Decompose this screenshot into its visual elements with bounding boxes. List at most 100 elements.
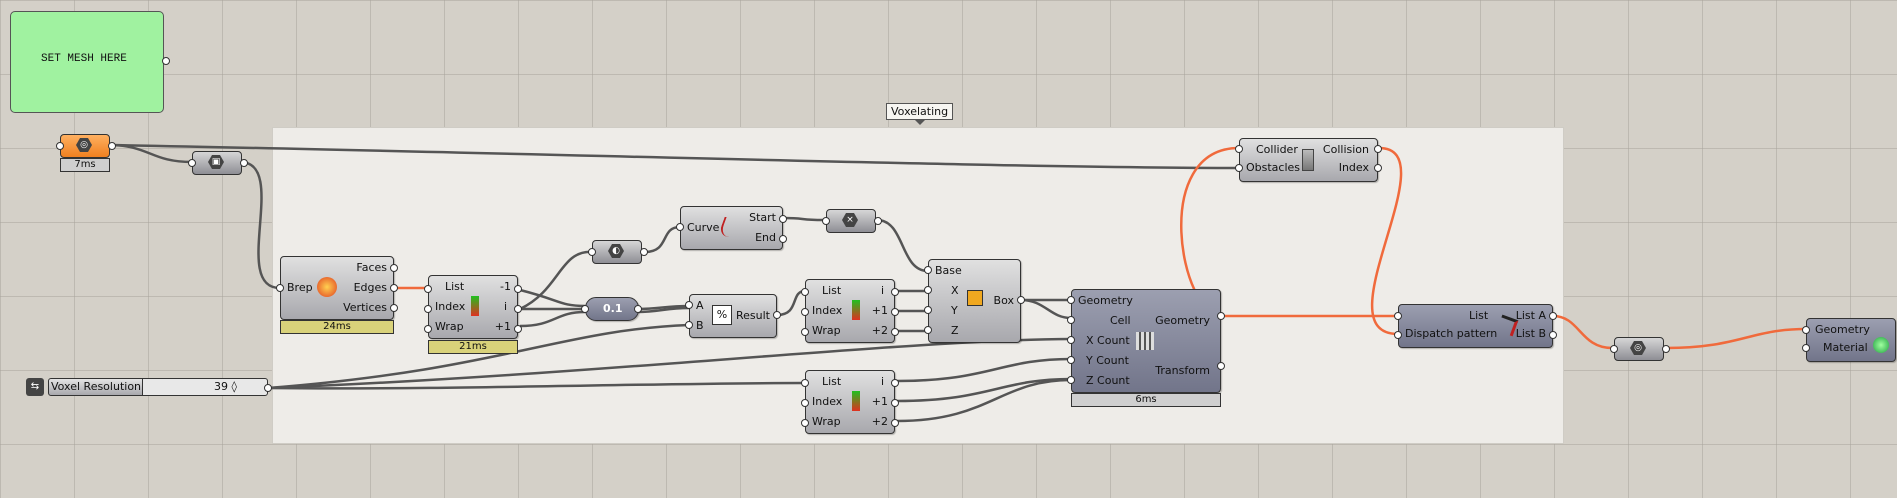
division[interactable]: A B % Result bbox=[689, 294, 777, 338]
li1-index-grip[interactable] bbox=[424, 305, 432, 313]
collision-out-grip[interactable] bbox=[1374, 145, 1382, 153]
output-transform: Transform bbox=[1155, 364, 1210, 377]
panel-output-grip[interactable] bbox=[162, 57, 170, 65]
voxel-zcount-grip[interactable] bbox=[1067, 376, 1075, 384]
li2-plus1-grip[interactable] bbox=[891, 308, 899, 316]
deconstruct-brep[interactable]: Brep Faces Edges Vertices bbox=[280, 256, 394, 320]
dispatch-list-a-grip[interactable] bbox=[1549, 312, 1557, 320]
li2-index-grip[interactable] bbox=[801, 308, 809, 316]
multiply-input-grip[interactable] bbox=[822, 217, 830, 225]
box-base-grip[interactable] bbox=[924, 266, 932, 274]
curve-param-input-grip[interactable] bbox=[588, 248, 596, 256]
deconstruct-vertices-grip[interactable] bbox=[390, 304, 398, 312]
multiply-param[interactable]: × bbox=[826, 209, 876, 233]
dispatch-pattern-grip[interactable] bbox=[1394, 331, 1402, 339]
endpoints-end-grip[interactable] bbox=[779, 235, 787, 243]
li3-wrap-grip[interactable] bbox=[801, 419, 809, 427]
endpoints-start-grip[interactable] bbox=[779, 215, 787, 223]
deconstruct-brep-icon bbox=[317, 277, 337, 297]
li2-plus2-grip[interactable] bbox=[891, 328, 899, 336]
multiply-output-grip[interactable] bbox=[874, 217, 882, 225]
slider-name: Voxel Resolution bbox=[48, 378, 144, 396]
input-cell: Cell bbox=[1110, 314, 1131, 327]
output-start: Start bbox=[749, 211, 776, 224]
li2-list-grip[interactable] bbox=[801, 288, 809, 296]
output-edges: Edges bbox=[353, 281, 387, 294]
panel-set-mesh[interactable]: SET MESH HERE bbox=[10, 11, 164, 113]
mesh-param-output-grip[interactable] bbox=[108, 142, 116, 150]
geometry-param[interactable]: ◎ bbox=[1614, 337, 1664, 361]
box-z-grip[interactable] bbox=[924, 326, 932, 334]
list-item-icon bbox=[852, 391, 860, 411]
convert-param-output-grip[interactable] bbox=[240, 159, 248, 167]
slider-output-grip[interactable] bbox=[264, 384, 272, 392]
geometry-icon: ◎ bbox=[1630, 341, 1646, 355]
dispatch-list-grip[interactable] bbox=[1394, 312, 1402, 320]
box-output-grip[interactable] bbox=[1017, 296, 1025, 304]
geometry-param-output-grip[interactable] bbox=[1662, 345, 1670, 353]
deconstruct-edges-grip[interactable] bbox=[390, 284, 398, 292]
voxel-ycount-grip[interactable] bbox=[1067, 356, 1075, 364]
slider-track[interactable] bbox=[142, 378, 268, 396]
voxel-cell-grip[interactable] bbox=[1067, 316, 1075, 324]
collision-collider-grip[interactable] bbox=[1235, 145, 1243, 153]
li2-i-grip[interactable] bbox=[891, 288, 899, 296]
deconstruct-faces-grip[interactable] bbox=[390, 264, 398, 272]
li1-wrap-grip[interactable] bbox=[424, 325, 432, 333]
curve-param-output-grip[interactable] bbox=[640, 248, 648, 256]
li1-plus1-grip[interactable] bbox=[514, 325, 522, 333]
collision-obstacles-grip[interactable] bbox=[1235, 164, 1243, 172]
output-plus1: +1 bbox=[494, 320, 511, 333]
divide-b-grip[interactable] bbox=[685, 321, 693, 329]
li1-minus1-grip[interactable] bbox=[514, 285, 522, 293]
timer-box: 6ms bbox=[1071, 393, 1221, 407]
mesh-param[interactable]: ◎ bbox=[60, 134, 110, 158]
collision-index-grip[interactable] bbox=[1374, 164, 1382, 172]
voxel-geometry-out-grip[interactable] bbox=[1217, 312, 1225, 320]
mesh-param-input-grip[interactable] bbox=[56, 142, 64, 150]
li1-list-grip[interactable] bbox=[424, 285, 432, 293]
deconstruct-input-grip[interactable] bbox=[276, 284, 284, 292]
number-input-grip[interactable] bbox=[581, 305, 589, 313]
li3-plus2-grip[interactable] bbox=[891, 419, 899, 427]
convert-param[interactable]: ▣ bbox=[192, 151, 242, 175]
number-param[interactable]: 0.1 bbox=[585, 297, 639, 321]
convert-param-input-grip[interactable] bbox=[188, 159, 196, 167]
list-item-2[interactable]: List Index Wrap i +1 +2 bbox=[805, 279, 895, 343]
divide-result-grip[interactable] bbox=[773, 311, 781, 319]
list-item-3[interactable]: List Index Wrap i +1 +2 bbox=[805, 370, 895, 434]
end-points[interactable]: Curve Start End bbox=[680, 206, 783, 250]
voxel-icon bbox=[1136, 332, 1154, 350]
collision-component[interactable]: Collider Obstacles Collision Index bbox=[1239, 138, 1378, 182]
li2-wrap-grip[interactable] bbox=[801, 328, 809, 336]
li3-plus1-grip[interactable] bbox=[891, 399, 899, 407]
dispatch-component[interactable]: List Dispatch pattern List A List B bbox=[1398, 304, 1553, 348]
output-plus1: +1 bbox=[871, 395, 888, 408]
list-item-1[interactable]: List Index Wrap -1 i +1 bbox=[428, 275, 518, 339]
voxel-transform-grip[interactable] bbox=[1217, 362, 1225, 370]
box-component[interactable]: Base X Y Z Box bbox=[928, 259, 1021, 343]
timer-mesh: 7ms bbox=[60, 158, 110, 172]
box-x-grip[interactable] bbox=[924, 286, 932, 294]
voxel-xcount-grip[interactable] bbox=[1067, 336, 1075, 344]
divide-a-grip[interactable] bbox=[685, 301, 693, 309]
voxel-geometry-in-grip[interactable] bbox=[1067, 296, 1075, 304]
voxel-component[interactable]: Geometry Cell X Count Y Count Z Count Ge… bbox=[1071, 289, 1221, 393]
li3-index-grip[interactable] bbox=[801, 399, 809, 407]
preview-material-grip[interactable] bbox=[1802, 344, 1810, 352]
endpoints-curve-grip[interactable] bbox=[676, 223, 684, 231]
custom-preview[interactable]: Geometry Material bbox=[1806, 318, 1896, 362]
voxel-resolution-slider[interactable]: ⇆ Voxel Resolution 39 ◊ bbox=[26, 378, 268, 396]
number-output-grip[interactable] bbox=[634, 305, 642, 313]
geometry-param-input-grip[interactable] bbox=[1610, 345, 1618, 353]
preview-geometry-grip[interactable] bbox=[1802, 326, 1810, 334]
li3-list-grip[interactable] bbox=[801, 379, 809, 387]
dispatch-list-b-grip[interactable] bbox=[1549, 331, 1557, 339]
li1-i-grip[interactable] bbox=[514, 305, 522, 313]
li3-i-grip[interactable] bbox=[891, 379, 899, 387]
output-plus1: +1 bbox=[871, 304, 888, 317]
box-y-grip[interactable] bbox=[924, 306, 932, 314]
curve-param[interactable]: ◐ bbox=[592, 240, 642, 264]
output-list-a: List A bbox=[1515, 309, 1546, 322]
input-geometry: Geometry bbox=[1078, 294, 1133, 307]
